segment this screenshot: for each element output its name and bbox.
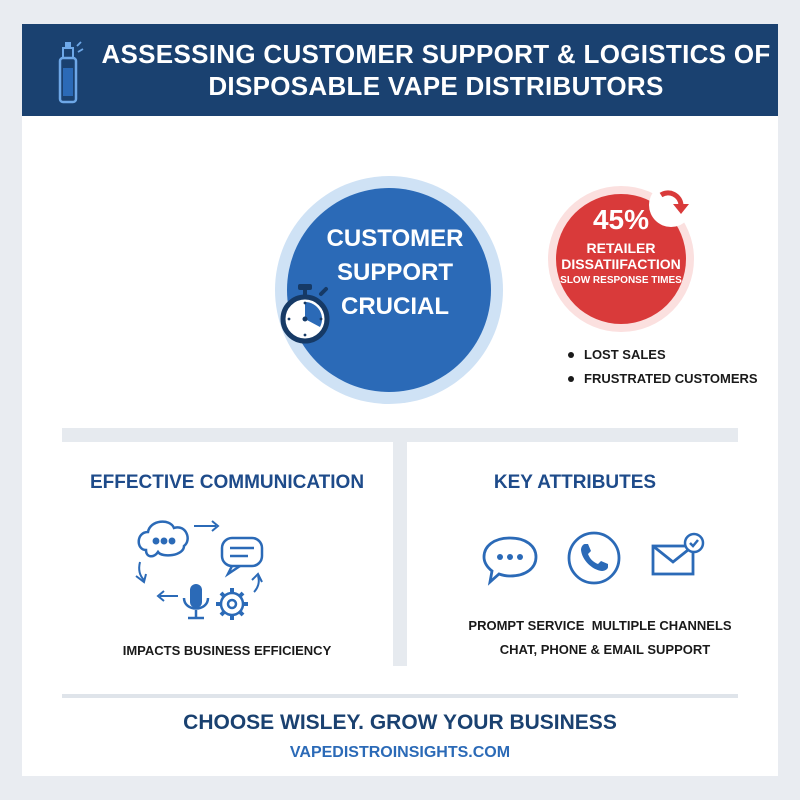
communication-caption: IMPACTS BUSINESS EFFICIENCY — [122, 643, 332, 658]
stat-subtext: SLOW RESPONSE TIMES — [560, 275, 682, 286]
communication-title: EFFECTIVE COMMUNICATION — [89, 472, 365, 493]
microphone-icon — [182, 584, 210, 620]
hero-line-2: SUPPORT — [336, 259, 453, 286]
footer-divider — [62, 694, 738, 698]
phone-icon — [567, 531, 621, 585]
stopwatch-icon — [280, 284, 330, 344]
chat-icon — [220, 536, 264, 578]
hero-text: CUSTOMER SUPPORT CRUCIAL — [310, 222, 480, 324]
attributes-text-2: CHAT, PHONE & EMAIL SUPPORT — [499, 642, 711, 657]
consequence-item: LOST SALES — [566, 343, 758, 367]
consequence-item: FRUSTRATED CUSTOMERS — [566, 367, 758, 391]
stat-label-line-1: RETAILER — [586, 240, 656, 256]
footer-slogan: CHOOSE WISLEY. GROW YOUR BUSINESS — [183, 711, 617, 734]
vape-device-icon — [58, 41, 84, 104]
chat-bubble-icon — [482, 536, 538, 586]
section-divider-vertical — [393, 442, 407, 666]
hero-line-1: CUSTOMER — [326, 225, 464, 252]
title-line-1: ASSESSING CUSTOMER SUPPORT & LOGISTICS O… — [101, 39, 771, 69]
hero-circle — [287, 188, 491, 392]
stat-label-line-2: DISSATIIFACTION — [561, 256, 681, 272]
section-divider-horizontal — [62, 428, 738, 442]
communication-icons — [135, 520, 264, 620]
email-check-icon — [651, 532, 705, 576]
stat-label: RETAILER DISSATIIFACTION — [556, 240, 686, 272]
title-line-2: DISPOSABLE VAPE DISTRIBUTORS — [208, 71, 664, 101]
consequence-list: LOST SALES FRUSTRATED CUSTOMERS — [566, 343, 758, 391]
speech-bubble-icon — [137, 520, 189, 558]
header-banner: ASSESSING CUSTOMER SUPPORT & LOGISTICS O… — [22, 24, 778, 116]
attributes-title: KEY ATTRIBUTES — [493, 472, 657, 493]
hero-line-3: CRUCIAL — [341, 293, 449, 320]
gear-icon — [216, 588, 248, 620]
attributes-text-1: PROMPT SERVICE MULTIPLE CHANNELS — [468, 618, 732, 633]
stat-percent: 45% — [592, 204, 650, 235]
page-title: ASSESSING CUSTOMER SUPPORT & LOGISTICS O… — [100, 38, 772, 102]
website-link[interactable]: VAPEDISTROINSIGHTS.COM — [289, 744, 511, 761]
down-arrow-icon — [649, 183, 693, 227]
